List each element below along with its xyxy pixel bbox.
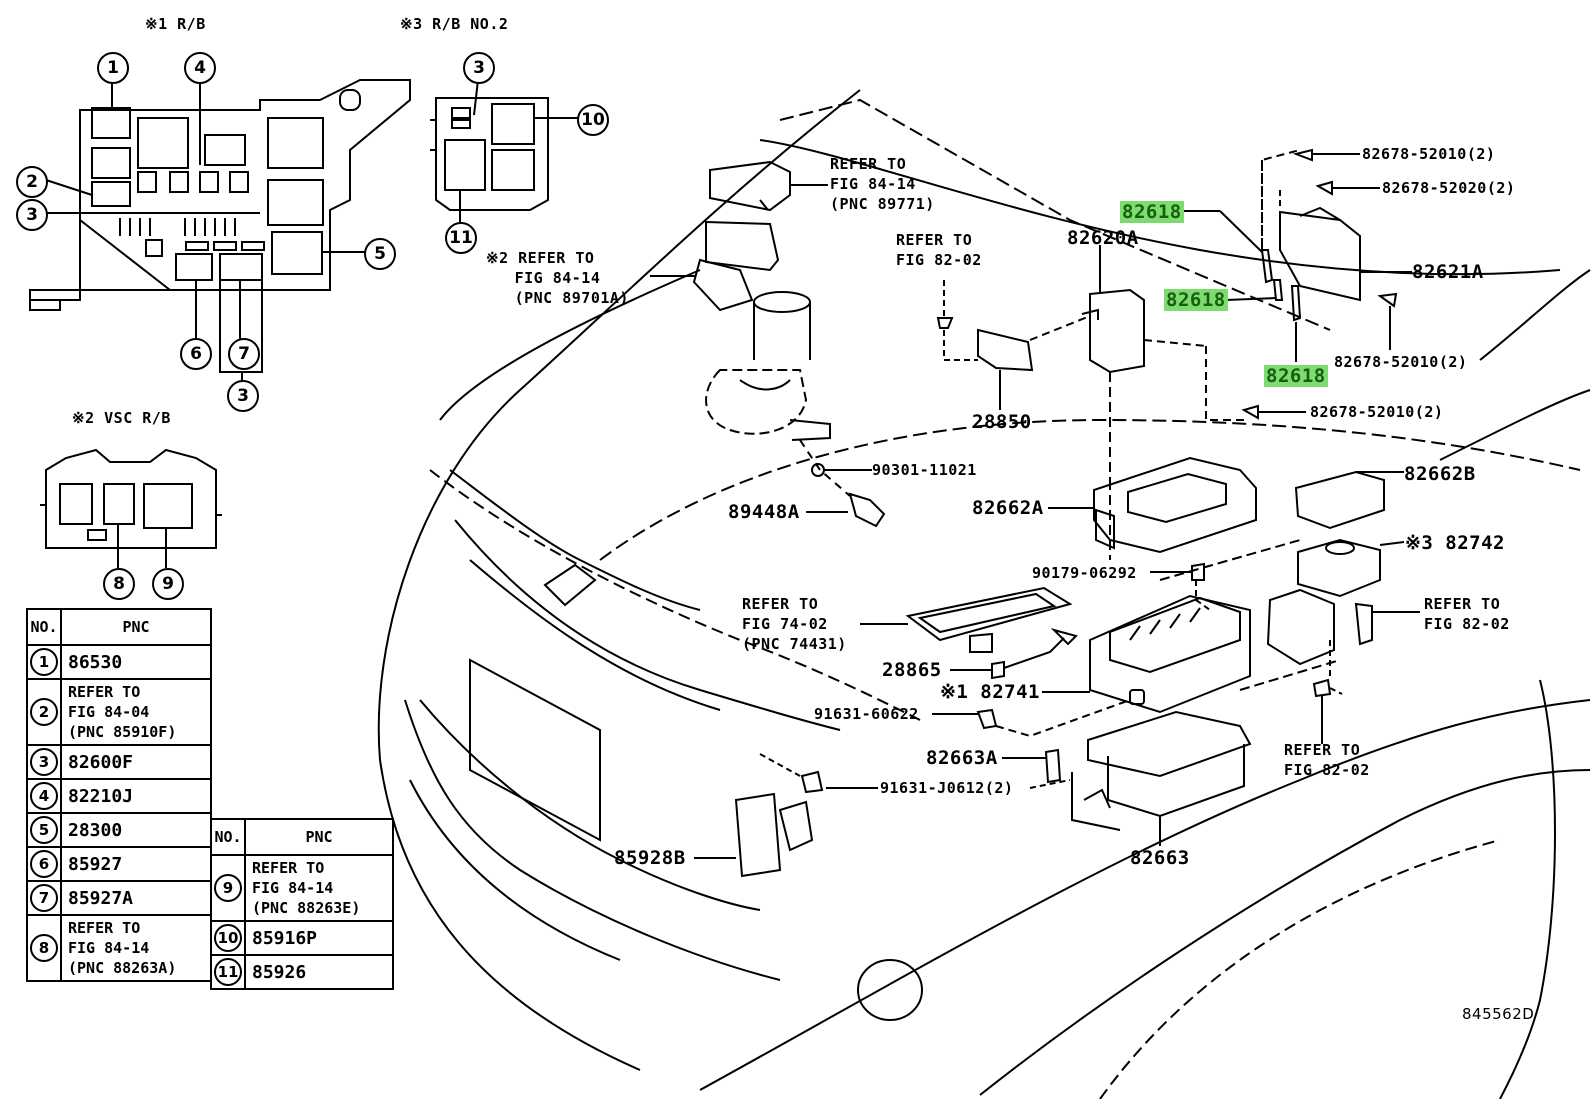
part-82742: ※3 82742 — [1405, 532, 1505, 554]
refer-note-89771: REFER TO FIG 84-14 (PNC 89771) — [830, 155, 935, 213]
rb2-drawing — [430, 79, 578, 222]
part-82618-c: 82618 — [1264, 365, 1328, 387]
table1-row-pnc: 28300 — [60, 812, 212, 848]
table1-row-no: 2 — [26, 678, 62, 746]
callout-10: 10 — [577, 104, 609, 136]
callout-8: 8 — [103, 568, 135, 600]
part-82662A: 82662A — [972, 497, 1044, 519]
rb1-drawing — [29, 79, 411, 382]
part-28865: 28865 — [882, 659, 942, 681]
table2-row-no: 10 — [210, 920, 246, 956]
table1-header-pnc: PNC — [60, 608, 212, 646]
bolt-82678-52010-b: 82678-52010(2) — [1334, 353, 1468, 371]
part-82663A: 82663A — [926, 747, 998, 769]
table1-row-pnc: 82600F — [60, 744, 212, 780]
refer-note-82-02-right: REFER TO FIG 82-02 — [1424, 595, 1510, 633]
part-28850: 28850 — [972, 411, 1032, 433]
part-91631-J0612: 91631-J0612(2) — [880, 779, 1014, 797]
part-82662B: 82662B — [1404, 463, 1476, 485]
part-82618-b: 82618 — [1164, 289, 1228, 311]
table1-row-no: 4 — [26, 778, 62, 814]
table2-row-pnc: 85916P — [244, 920, 394, 956]
part-82663: 82663 — [1130, 847, 1190, 869]
table2-row-pnc: 85926 — [244, 954, 394, 990]
table1-row-no: 3 — [26, 744, 62, 780]
refer-note-82-02-bottom: REFER TO FIG 82-02 — [1284, 741, 1370, 779]
part-90301-11021: 90301-11021 — [872, 461, 977, 479]
part-90179-06292: 90179-06292 — [1032, 564, 1137, 582]
table1-row-no: 6 — [26, 846, 62, 882]
callout-3a: 3 — [16, 199, 48, 231]
refer-note-74431: REFER TO FIG 74-02 (PNC 74431) — [742, 595, 847, 653]
callout-3b: 3 — [227, 380, 259, 412]
part-82620A: 82620A — [1067, 227, 1139, 249]
part-85928B: 85928B — [614, 847, 686, 869]
vsc-rb-heading: ※2 VSC R/B — [72, 409, 171, 427]
component-drawings — [650, 148, 1420, 878]
bolt-82678-52020: 82678-52020(2) — [1382, 179, 1516, 197]
table1-row-no: 7 — [26, 880, 62, 916]
vsc-rb-drawing — [40, 448, 222, 568]
table2-header-pnc: PNC — [244, 818, 394, 856]
part-82621A: 82621A — [1412, 261, 1484, 283]
part-89448A: 89448A — [728, 501, 800, 523]
callout-5: 5 — [364, 238, 396, 270]
table1-row-no: 8 — [26, 914, 62, 982]
callout-6: 6 — [180, 338, 212, 370]
part-82741: ※1 82741 — [940, 681, 1040, 703]
callout-7: 7 — [228, 338, 260, 370]
part-82618-a: 82618 — [1120, 201, 1184, 223]
part-91631-60622: 91631-60622 — [814, 705, 919, 723]
rb2-heading: ※3 R/B NO.2 — [400, 15, 509, 33]
table2-row-no: 9 — [210, 854, 246, 922]
callout-9: 9 — [152, 568, 184, 600]
table1-row-pnc: 86530 — [60, 644, 212, 680]
callout-4: 4 — [184, 52, 216, 84]
callout-2: 2 — [16, 166, 48, 198]
table1-row-pnc: 85927A — [60, 880, 212, 916]
table1-row-no: 1 — [26, 644, 62, 680]
refer-note-82-02-top: REFER TO FIG 82-02 — [896, 231, 982, 269]
table2-row-no: 11 — [210, 954, 246, 990]
callout-11: 11 — [445, 222, 477, 254]
callout-3c: 3 — [463, 52, 495, 84]
table2-header-no: NO. — [210, 818, 246, 856]
refer-note-89701A: ※2 REFER TO FIG 84-14 (PNC 89701A) — [486, 249, 629, 307]
table1-header-no: NO. — [26, 608, 62, 646]
bolt-82678-52010-a: 82678-52010(2) — [1362, 145, 1496, 163]
table1-row-pnc: REFER TO FIG 84-14 (PNC 88263A) — [60, 914, 212, 982]
bolt-82678-52010-c: 82678-52010(2) — [1310, 403, 1444, 421]
table1-row-pnc: REFER TO FIG 84-04 (PNC 85910F) — [60, 678, 212, 746]
table2-row-pnc: REFER TO FIG 84-14 (PNC 88263E) — [244, 854, 394, 922]
vehicle-outline — [377, 89, 1591, 1099]
diagram-id: 845562D — [1462, 1005, 1535, 1023]
callout-1: 1 — [97, 52, 129, 84]
rb1-heading: ※1 R/B — [145, 15, 206, 33]
table1-row-no: 5 — [26, 812, 62, 848]
table1-row-pnc: 85927 — [60, 846, 212, 882]
table1-row-pnc: 82210J — [60, 778, 212, 814]
